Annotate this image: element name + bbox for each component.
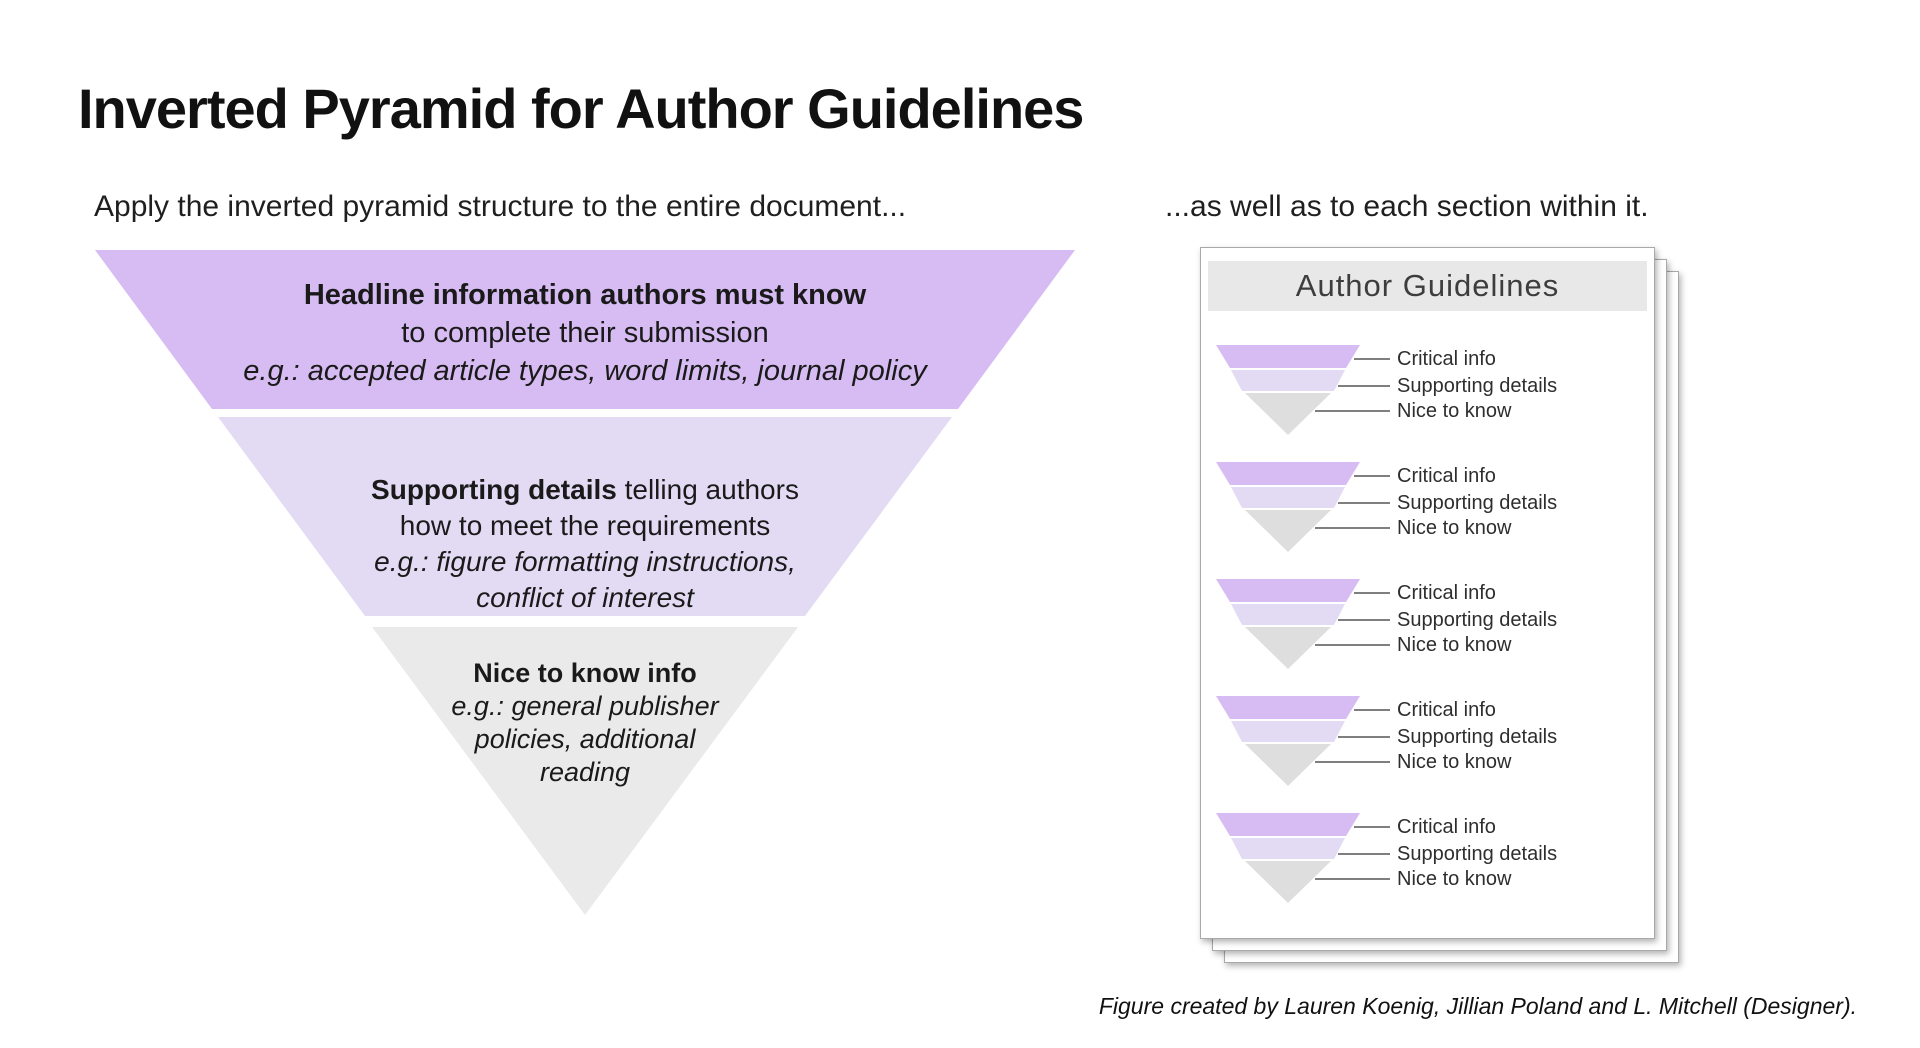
mini-tier-supporting-shape bbox=[1231, 370, 1345, 391]
mini-label-critical-info: Critical info bbox=[1397, 816, 1496, 838]
tier1-line3: e.g.: accepted article types, word limit… bbox=[243, 355, 927, 387]
mini-label-supporting-details: Supporting details bbox=[1397, 492, 1558, 514]
mini-label-nice-to-know: Nice to know bbox=[1397, 634, 1512, 656]
mini-label-critical-info: Critical info bbox=[1397, 465, 1496, 487]
mini-tier-nice-shape bbox=[1245, 393, 1331, 435]
attribution: Figure created by Lauren Koenig, Jillian… bbox=[1098, 993, 1857, 1019]
figure-title: Inverted Pyramid for Author Guidelines bbox=[78, 77, 1084, 140]
mini-label-critical-info: Critical info bbox=[1397, 348, 1496, 370]
tier-headline-shape bbox=[95, 250, 1075, 409]
mini-tier-critical-shape bbox=[1216, 813, 1360, 836]
mini-pyramid-section: Critical info Supporting details Nice to… bbox=[1214, 345, 1644, 462]
tier2-line1-bold: Supporting details bbox=[371, 474, 617, 505]
mini-tier-nice-shape bbox=[1245, 510, 1331, 552]
mini-tier-critical-shape bbox=[1216, 579, 1360, 602]
mini-tier-nice-shape bbox=[1245, 744, 1331, 786]
tier2-line1: Supporting details telling authors bbox=[285, 472, 885, 508]
mini-pyramid-section: Critical info Supporting details Nice to… bbox=[1214, 696, 1644, 813]
tier3-line2: e.g.: general publisher bbox=[451, 691, 719, 721]
mini-label-nice-to-know: Nice to know bbox=[1397, 517, 1512, 539]
tier3-line3: policies, additional bbox=[474, 724, 696, 754]
tier2-line4: conflict of interest bbox=[476, 582, 694, 613]
tier-nice-to-know-text: Nice to know info e.g.: general publishe… bbox=[390, 657, 780, 789]
mini-tier-supporting-shape bbox=[1231, 721, 1345, 742]
document-sections: Critical info Supporting details Nice to… bbox=[1214, 345, 1644, 930]
mini-tier-supporting-shape bbox=[1231, 838, 1345, 859]
mini-inverted-pyramid-icon bbox=[1216, 696, 1390, 786]
inverted-pyramid-shapes-icon bbox=[95, 250, 1075, 915]
mini-label-supporting-details: Supporting details bbox=[1397, 726, 1558, 748]
mini-inverted-pyramid-icon bbox=[1216, 345, 1390, 435]
tier3-line4: reading bbox=[539, 757, 631, 787]
tier-supporting-text: Supporting details telling authors how t… bbox=[285, 472, 885, 616]
document-header: Author Guidelines bbox=[1208, 261, 1647, 311]
mini-tier-critical-shape bbox=[1216, 462, 1360, 485]
mini-tier-supporting-shape bbox=[1231, 487, 1345, 508]
tier1-line1: Headline information authors must know bbox=[303, 279, 867, 311]
mini-tier-supporting-shape bbox=[1231, 604, 1345, 625]
mini-tier-critical-shape bbox=[1216, 696, 1360, 719]
mini-tier-critical-shape bbox=[1216, 345, 1360, 368]
tier-headline-text: Headline information authors must know t… bbox=[185, 276, 985, 390]
left-caption: Apply the inverted pyramid structure to … bbox=[94, 190, 907, 223]
mini-tier-nice-shape bbox=[1245, 627, 1331, 669]
tier-nice-to-know-shape bbox=[372, 627, 798, 915]
mini-label-supporting-details: Supporting details bbox=[1397, 375, 1558, 397]
tier1-line2: to complete their submission bbox=[401, 317, 769, 349]
mini-tier-nice-shape bbox=[1245, 861, 1331, 903]
mini-inverted-pyramid-icon bbox=[1216, 813, 1390, 903]
tier3-line1: Nice to know info bbox=[473, 658, 697, 688]
mini-inverted-pyramid-icon bbox=[1216, 579, 1390, 669]
tier2-line1-rest: telling authors bbox=[616, 474, 799, 505]
mini-label-nice-to-know: Nice to know bbox=[1397, 751, 1512, 773]
tier-supporting-shape bbox=[218, 417, 952, 616]
mini-pyramid-section: Critical info Supporting details Nice to… bbox=[1214, 579, 1644, 696]
mini-label-critical-info: Critical info bbox=[1397, 582, 1496, 604]
mini-label-nice-to-know: Nice to know bbox=[1397, 868, 1512, 890]
tier2-line3: e.g.: figure formatting instructions, bbox=[374, 546, 796, 577]
mini-label-supporting-details: Supporting details bbox=[1397, 609, 1558, 631]
mini-inverted-pyramid-icon bbox=[1216, 462, 1390, 552]
mini-label-nice-to-know: Nice to know bbox=[1397, 400, 1512, 422]
mini-pyramid-section: Critical info Supporting details Nice to… bbox=[1214, 462, 1644, 579]
document-mockup: Author Guidelines Critical info Supporti… bbox=[1200, 247, 1655, 939]
inverted-pyramid-diagram: Headline information authors must know t… bbox=[95, 250, 1075, 915]
tier2-line2: how to meet the requirements bbox=[399, 510, 771, 541]
mini-label-critical-info: Critical info bbox=[1397, 699, 1496, 721]
mini-pyramid-section: Critical info Supporting details Nice to… bbox=[1214, 813, 1644, 930]
mini-label-supporting-details: Supporting details bbox=[1397, 843, 1558, 865]
right-caption: ...as well as to each section within it. bbox=[1165, 190, 1649, 223]
